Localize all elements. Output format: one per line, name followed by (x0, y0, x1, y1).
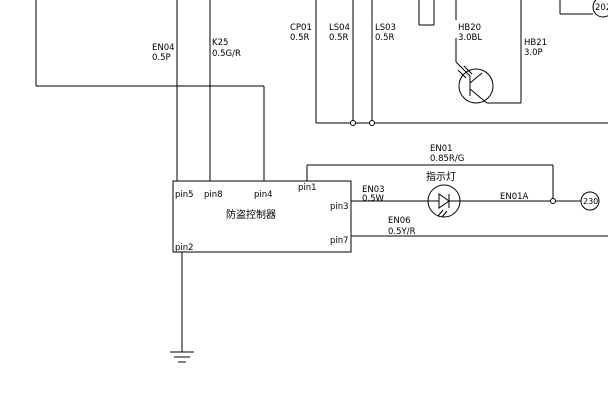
diode-triangle (438, 193, 450, 209)
wire-label-k25-code: K25 (212, 38, 228, 48)
wire-label-ls03-code: LS03 (375, 23, 396, 33)
connector-230-label: 230 (583, 197, 598, 206)
junction-dot-ls03 (369, 120, 375, 126)
transistor-symbol (458, 68, 494, 104)
connector-202 (592, 0, 608, 18)
transistor-collector (469, 72, 483, 84)
wire-label-en01-spec: 0.85R/G (430, 154, 464, 164)
wire-label-en06-code: EN06 (388, 216, 411, 226)
wire-transistor-out (481, 98, 488, 104)
wire-group-top-right (315, 0, 608, 126)
indicator-lamp (427, 184, 461, 218)
anti-theft-controller: 防盗控制器 pin5 pin8 pin4 pin1 pin3 pin7 pin2 (172, 180, 352, 253)
wire-label-ls03-spec: 0.5R (375, 33, 395, 43)
wire-label-ls04-spec: 0.5R (329, 33, 349, 43)
pin-label-pin2: pin2 (175, 243, 194, 253)
wire-label-en03-spec: 0.5W (362, 194, 385, 204)
wire-label-ls04-code: LS04 (329, 23, 350, 33)
transistor-arrow-2 (463, 65, 473, 75)
wire-group-en03 (351, 191, 600, 211)
transistor-emitter (469, 88, 483, 100)
led-ray-1 (437, 209, 444, 217)
wire-label-hb20-spec: 3.0BL (458, 33, 482, 43)
pin-label-pin3: pin3 (330, 202, 349, 212)
connector-202-label: 202 (595, 3, 608, 13)
indicator-lamp-label: 指示灯 (426, 170, 456, 183)
wire-label-en04-spec: 0.5P (152, 53, 171, 63)
controller-box (172, 180, 352, 253)
wire-label-hb21-code: HB21 (524, 38, 547, 48)
wire-label-en01a-code: EN01A (500, 192, 529, 202)
wire-group-top-left (35, 0, 265, 181)
junction-dot-ls04 (350, 120, 356, 126)
wire-group-en01 (306, 164, 554, 201)
pin-label-pin5: pin5 (175, 190, 194, 200)
wire-label-en04-code: EN04 (152, 43, 175, 53)
wire-label-en03-code: EN03 (362, 185, 385, 195)
transistor-arrow-1 (457, 69, 467, 79)
controller-name: 防盗控制器 (226, 208, 276, 221)
wire-label-en01-code: EN01 (430, 144, 453, 154)
pin-label-pin4: pin4 (254, 190, 273, 200)
pin-label-pin1: pin1 (298, 183, 317, 193)
wire-label-cp01-spec: 0.5R (290, 33, 310, 43)
ground-symbol-group (170, 252, 194, 363)
pin-label-pin8: pin8 (204, 190, 223, 200)
junction-dot-en01a (550, 198, 556, 204)
wire-label-cp01-code: CP01 (290, 23, 312, 33)
wire-label-k25-spec: 0.5G/R (212, 49, 241, 59)
led-ray-2 (441, 210, 448, 218)
wire-label-hb21-spec: 3.0P (524, 48, 543, 58)
connector-230 (580, 191, 600, 211)
wire-label-en06-spec: 0.5Y/R (388, 227, 416, 237)
pin-label-pin7: pin7 (330, 236, 349, 246)
wire-hb20-to-transistor (455, 61, 471, 77)
wire-label-hb20-code: HB20 (458, 23, 481, 33)
